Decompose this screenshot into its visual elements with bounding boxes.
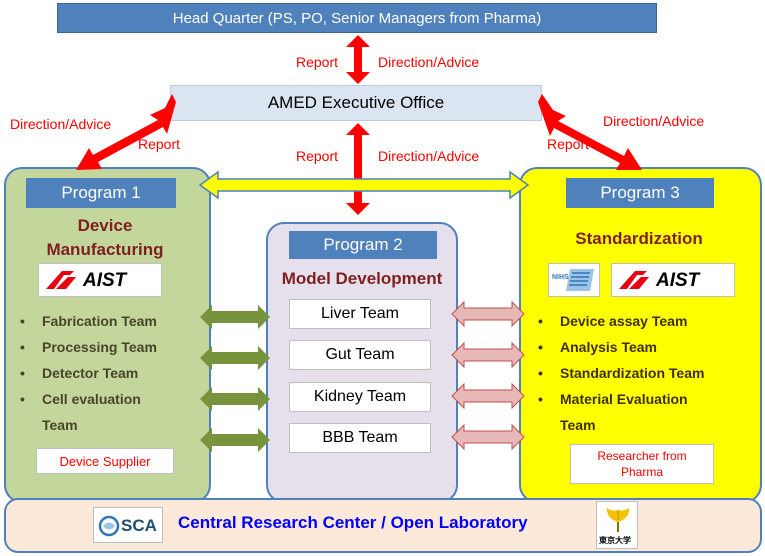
aist-logo-text: AIST [83,270,127,291]
team-item: Material Evaluation [532,386,760,412]
nihs-logo: NIHS [548,263,600,297]
exec-program2-arrow [346,123,370,215]
aist-logo-program-3: AIST [611,263,735,297]
team-item: Processing Team [14,334,209,360]
green-arrow-2 [200,346,270,370]
program-1-subtitle: Device Manufacturing [46,216,164,259]
sca-logo-text: SCA [121,516,157,535]
kidney-team-box: Kidney Team [289,382,431,412]
liver-team-box: Liver Team [289,299,431,329]
green-arrow-3 [200,387,270,411]
aist-logo-program-1: AIST [38,263,162,297]
green-arrow-1 [200,305,270,329]
hq-exec-arrow [346,35,370,84]
aist-mark-icon [46,271,76,289]
nihs-logo-text: NIHS [552,274,569,281]
report-label-top: Report [296,54,339,70]
amed-executive-office-box: AMED Executive Office [170,85,542,121]
team-item: Fabrication Team [14,308,209,334]
team-item-continued: Team [560,417,596,433]
pink-arrow-4 [451,423,525,451]
program-2-title: Program 2 [289,231,437,259]
researcher-from-pharma-box: Researcher from Pharma [570,444,714,484]
pink-arrow-2 [451,341,525,369]
direction-label-top: Direction/Advice [378,54,480,70]
direction-label-left: Direction/Advice [10,116,112,132]
team-item: Cell evaluation [14,386,209,412]
exec-program3-arrow [538,94,642,170]
team-item: Detector Team [14,360,209,386]
program-1-title: Program 1 [26,178,176,208]
university-tokyo-logo-text: 東京大学 [599,536,631,545]
device-supplier-box: Device Supplier [36,448,174,474]
team-item: Device assay Team [532,308,760,334]
ginkgo-leaf-icon [606,508,630,532]
direction-label-right: Direction/Advice [603,113,705,129]
exec-program1-arrow [76,94,176,170]
program-3-team-list: Device assay Team Analysis Team Standard… [532,308,760,438]
report-label-middle: Report [296,148,339,164]
program1-program3-arrow [198,170,530,200]
green-arrow-4 [200,428,270,452]
nihs-mark-icon [566,269,594,291]
program-1-team-list: Fabrication Team Processing Team Detecto… [14,308,209,438]
university-tokyo-logo: 東京大学 [596,501,638,549]
pink-arrow-1 [451,300,525,328]
direction-label-middle: Direction/Advice [378,148,480,164]
team-item: Analysis Team [532,334,760,360]
central-research-title: Central Research Center / Open Laborator… [178,513,528,532]
team-item-continued: Team [42,417,78,433]
team-item: Standardization Team [532,360,760,386]
bbb-team-box: BBB Team [289,423,431,453]
aist-logo-text: AIST [656,270,700,291]
sca-logo: SCA [93,507,163,543]
pink-arrow-3 [451,382,525,410]
aist-mark-icon [619,271,649,289]
program-2-subtitle: Model Development [281,269,443,288]
report-label-left: Report [138,136,181,152]
program-3-title: Program 3 [566,178,714,208]
head-quarter-box: Head Quarter (PS, PO, Senior Managers fr… [57,3,657,33]
program-3-subtitle: Standardization [575,229,703,248]
sca-swirl-icon [98,515,120,537]
gut-team-box: Gut Team [289,340,431,370]
